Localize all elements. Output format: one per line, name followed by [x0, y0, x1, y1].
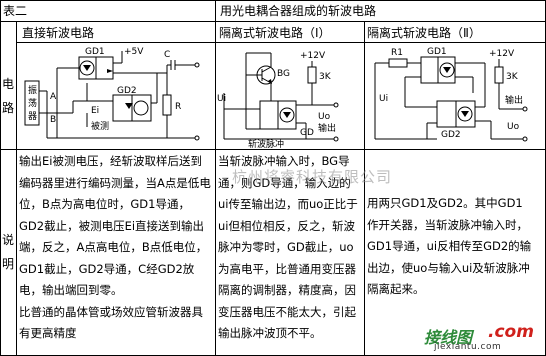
label-uo: Uo	[507, 122, 520, 132]
label-output: 输出	[318, 122, 336, 134]
label-bg: BG	[277, 69, 290, 79]
label-r1: R1	[391, 48, 403, 58]
label-gd: GD	[300, 128, 314, 138]
watermark: 杭州将睿科技有限公司	[232, 168, 393, 186]
label-gd1: GD1	[427, 47, 447, 57]
label-chopper-pulse: 斩波脉冲	[248, 138, 284, 149]
logo-text: 接线图	[424, 328, 473, 347]
logo-com: .com	[488, 322, 534, 342]
label-ui: Ui	[379, 94, 388, 104]
description-direct: 输出Ei被测电压，经斩波取样后送到 编码器里进行编码测量，当A点是低电 位，B点…	[19, 154, 211, 340]
column-header-isolated-1: 隔离式斩波电路（Ⅰ）	[219, 26, 331, 40]
label-measured: 被测	[91, 120, 109, 132]
label-point-b: B	[50, 115, 56, 125]
description-isolated-1: 当斩波脉冲输入时，BG导 通，则GD导通，输入边的 ui传至输出边，而uo正比于…	[218, 154, 358, 340]
label-ei: Ei	[91, 106, 99, 116]
oscillator-label-2: 荡	[28, 97, 37, 109]
isolated-chopper-1-diagram: BG +12V 3K Ui Uo 输出 GD 斩波脉冲	[217, 51, 339, 149]
column-header-direct: 直接斩波电路	[22, 26, 95, 40]
label-output: 输出	[505, 94, 523, 106]
label-resistor: 3K	[506, 72, 519, 82]
label-supply: +12V	[489, 49, 515, 59]
label-uo: Uo	[318, 112, 331, 122]
label-resistor: R	[175, 102, 181, 112]
label-gd2: GD2	[441, 130, 461, 140]
site-logo[interactable]: 接线图 .com jiexiantu.com	[424, 322, 542, 354]
oscillator-label-1: 振	[28, 84, 37, 96]
oscillator-label-3: 器	[28, 111, 37, 122]
table-caption: 表二	[3, 4, 28, 18]
label-supply: +5V	[124, 47, 144, 57]
label-supply: +12V	[300, 51, 326, 61]
label-point-a: A	[50, 92, 57, 102]
row-label-description: 说 明	[1, 233, 14, 271]
label-gd1: GD1	[85, 47, 105, 57]
description-isolated-2: 用两只GD1及GD2。其中GD1 作开关器，当斩波脉冲输入时， GD1导通，ui…	[367, 196, 532, 296]
table-title: 用光电耦合器组成的斩波电路	[220, 4, 377, 18]
isolated-chopper-2-diagram: R1 GD1 +12V 3K Ui 输出 GD2 Uo	[374, 47, 528, 142]
label-gd2: GD2	[117, 86, 137, 96]
label-ui: Ui	[217, 94, 226, 104]
column-header-isolated-2: 隔离式斩波电路（Ⅱ）	[367, 26, 481, 40]
label-capacitor: C	[164, 50, 170, 60]
logo-url: jiexiantu.com	[434, 342, 502, 352]
label-resistor: 3K	[319, 72, 332, 82]
row-label-circuit: 电 路	[1, 77, 14, 115]
direct-chopper-diagram: GD1 +5V C A B Ei 被测 GD2 R 振 荡 器	[24, 47, 200, 141]
